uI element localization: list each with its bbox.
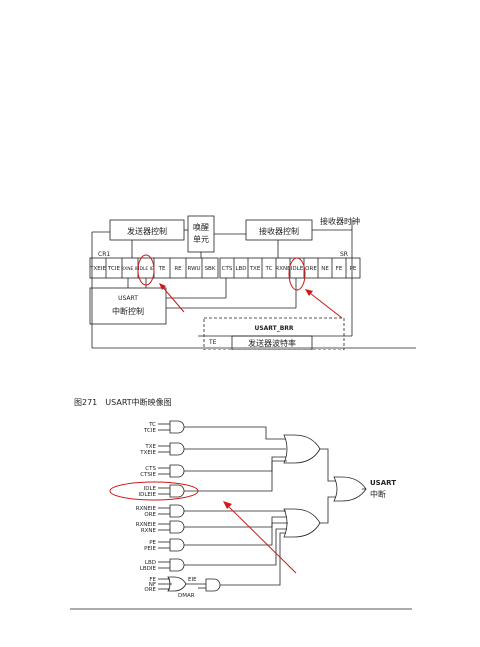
input-label: LBDIE	[140, 566, 157, 572]
figure-title: 图271 USART中断映像图	[74, 397, 172, 407]
sr-arrow	[305, 289, 343, 319]
usart-brr-label: USART_BRR	[254, 325, 293, 332]
sr-bit: CTS	[222, 266, 233, 272]
interrupt-mapping-diagram: 图271 USART中断映像图	[70, 397, 412, 610]
input-label: IDLE	[144, 486, 157, 492]
input-label: TXEIE	[139, 450, 156, 456]
input-label: ORE	[144, 512, 156, 518]
cr1-bit: RWU	[187, 266, 200, 272]
or-gate-errors	[167, 576, 187, 592]
input-label: IDLEIE	[139, 492, 157, 498]
and-gate-pe	[169, 538, 185, 552]
input-label: RXNEIE	[136, 522, 157, 528]
output-label-interrupt: 中断	[370, 489, 386, 499]
input-label: TXE	[144, 444, 156, 450]
interrupt-control-label: 中断控制	[112, 306, 144, 316]
input-label: NF	[149, 582, 156, 588]
cr1-bit: RE	[174, 266, 182, 272]
cr1-bit: TE	[158, 266, 166, 272]
and-gate-ore	[169, 504, 185, 518]
input-label: FE	[149, 577, 156, 583]
input-label: CTSIE	[140, 472, 156, 478]
sr-bit: PE	[350, 266, 357, 272]
eie-label: EIE	[188, 577, 197, 583]
idle-highlight-ellipse	[109, 481, 199, 501]
sr-bit: LBD	[235, 266, 246, 272]
tx-rate-label: 发送器波特率	[248, 338, 296, 348]
usart-block-diagram: 发送器控制 唤醒 单元 接收器控制 接收器时钟 CR1 SR TXEIE TCI…	[89, 215, 416, 351]
idleie-highlight-circle	[137, 254, 155, 286]
or-gate-output	[333, 476, 367, 502]
idle-arrow	[225, 503, 297, 574]
and-gate-idle	[169, 484, 185, 498]
input-label: RXNEIE	[136, 506, 157, 512]
interrupt-mapping-panel: 图271 USART中断映像图	[66, 391, 416, 614]
cr1-bit: TCIE	[107, 266, 120, 272]
wakeup-label-line1: 唤醒	[193, 222, 209, 232]
output-label-usart: USART	[370, 479, 396, 487]
and-gate-eie	[205, 578, 221, 592]
input-label: PE	[149, 540, 156, 546]
sr-label: SR	[340, 251, 348, 258]
input-label: TCIE	[143, 428, 156, 434]
or-gate-lower	[283, 508, 321, 538]
input-label: LBD	[145, 560, 156, 566]
sr-bit: RXNE	[275, 266, 291, 272]
and-gate-rxne	[169, 520, 185, 534]
rx-control-label: 接收器控制	[259, 226, 299, 236]
idle-arrow-head	[223, 501, 232, 509]
dmar-label: DMAR	[178, 593, 195, 599]
or-gate-upper	[283, 434, 321, 464]
cr1-bit: RXNE IE	[121, 266, 139, 272]
input-label: PEIE	[144, 546, 156, 552]
sr-bit: FE	[336, 266, 343, 272]
and-gate-lbd	[169, 558, 185, 572]
input-label: RXNE	[141, 528, 157, 534]
input-label: TC	[148, 422, 156, 428]
cr1-arrow-head	[159, 283, 166, 290]
cr1-arrow	[159, 283, 185, 313]
input-label: CTS	[145, 466, 156, 472]
sr-bit: TC	[265, 266, 273, 272]
usart-label: USART	[118, 295, 138, 302]
sr-bit: ORE	[305, 266, 317, 272]
rx-clock-label: 接收器时钟	[320, 216, 360, 226]
wakeup-unit-box	[187, 215, 215, 253]
cr1-label: CR1	[98, 251, 110, 258]
wakeup-label-line2: 单元	[193, 234, 209, 244]
sr-arrow-head	[305, 289, 313, 296]
and-gate-cts	[169, 464, 185, 478]
usart-block-diagram-panel: 发送器控制 唤醒 单元 接收器控制 接收器时钟 CR1 SR TXEIE TCI…	[66, 212, 416, 351]
idle-highlight-circle	[288, 257, 306, 291]
interrupt-control-box	[89, 287, 167, 325]
cr1-bit: TXEIE	[89, 266, 106, 272]
cr1-bit: SBK	[205, 266, 216, 272]
sr-bit: TXE	[249, 266, 261, 272]
tx-control-label: 发送器控制	[127, 226, 167, 236]
cr1-bit: IDLE IE	[138, 266, 154, 272]
sr-bit: IDLE	[291, 266, 304, 272]
te-label: TE	[208, 339, 217, 346]
input-label: ORE	[144, 587, 156, 593]
and-gate-txe	[169, 442, 185, 456]
and-gate-tc	[169, 420, 185, 434]
sr-bit: NE	[321, 266, 329, 272]
